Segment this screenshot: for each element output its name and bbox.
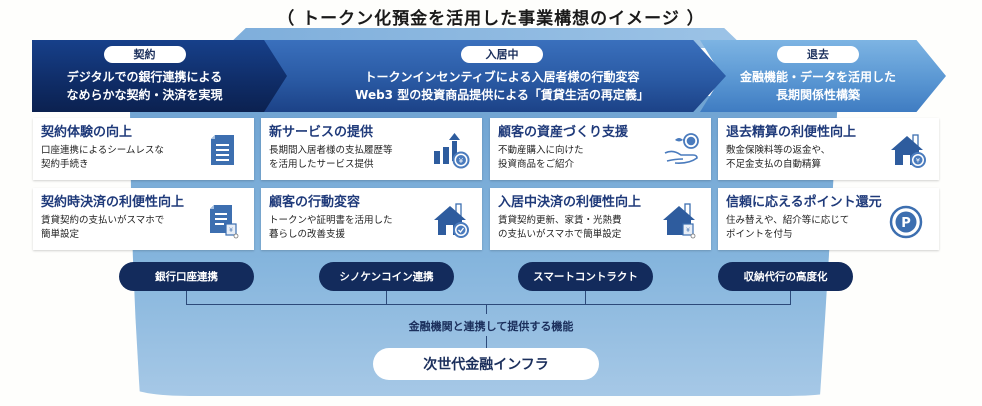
document-icon <box>211 135 234 165</box>
svg-text:¥: ¥ <box>916 157 920 165</box>
growth-chart-yen-icon: ¥ <box>434 133 470 169</box>
connector-line <box>486 336 487 348</box>
card-title: 契約時決済の利便性向上 <box>41 195 185 210</box>
phase-desc-line: トークンインセンティブによる入居者様の行動変容 <box>364 70 640 84</box>
phase-label: 退去 <box>777 46 859 63</box>
house-phone-icon: ¥ <box>663 203 696 239</box>
phase-residence: 入居中 トークンインセンティブによる入居者様の行動変容 Web3 型の投資商品提… <box>258 40 726 112</box>
connector-line <box>186 291 187 304</box>
connector-line <box>186 304 791 305</box>
card-contract-experience: 契約体験の向上 口座連携によるシームレスな 契約手続き <box>33 118 254 180</box>
house-yen-icon: ¥ <box>891 134 926 168</box>
card-desc: トークンや証明書を活用した 暮らしの改善支援 <box>269 215 393 240</box>
phase-desc-line: Web3 型の投資商品提供による「賃貸生活の再定義」 <box>355 88 649 102</box>
card-desc: 口座連携によるシームレスな 契約手続き <box>41 145 164 170</box>
phase-label: 契約 <box>103 46 186 63</box>
document-phone-icon: ¥ <box>210 205 239 239</box>
phase-desc-line: デジタルでの銀行連携による <box>66 70 223 84</box>
card-title: 退去精算の利便性向上 <box>726 125 857 140</box>
point-icon: P <box>889 205 923 239</box>
card-residence-payment: 入居中決済の利便性向上 賃貸契約更新、家賃・光熱費 の支払いがスマホで簡単設定 … <box>490 188 711 250</box>
feature-smart-contract: スマートコントラクト <box>518 262 653 291</box>
phase-contract: 契約 デジタルでの銀行連携による なめらかな契約・決済を実現 <box>32 40 287 112</box>
svg-text:P: P <box>901 216 911 231</box>
card-moveout-settlement: 退去精算の利便性向上 敷金保険料等の返金や、 不足金支払の自動精算 ¥ <box>718 118 939 180</box>
card-new-service: 新サービスの提供 長期間入居者様の支払履歴等 を活用したサービス提供 ¥ <box>261 118 482 180</box>
svg-text:¥: ¥ <box>686 227 690 234</box>
card-title: 新サービスの提供 <box>269 125 374 140</box>
phase-desc-line: 長期関係性構築 <box>775 88 860 102</box>
card-asset-building: 顧客の資産づくり支援 不動産購入に向けた 投資商品をご紹介 <box>490 118 711 180</box>
feature-advanced-collection: 収納代行の高度化 <box>718 262 853 291</box>
connector-line <box>386 291 387 304</box>
svg-text:¥: ¥ <box>229 227 233 234</box>
hand-coin-plant-icon <box>664 133 699 164</box>
card-desc: 不動産購入に向けた 投資商品をご紹介 <box>498 145 584 170</box>
card-desc: 賃貸契約更新、家賃・光熱費 の支払いがスマホで簡単設定 <box>498 215 622 240</box>
phase-desc-line: なめらかな契約・決済を実現 <box>66 88 223 102</box>
card-title: 顧客の資産づくり支援 <box>498 125 629 140</box>
card-title: 契約体験の向上 <box>41 125 133 140</box>
financial-functions-caption: 金融機関と連携して提供する機能 <box>408 320 574 333</box>
house-check-icon <box>434 203 469 238</box>
card-behavior-change: 顧客の行動変容 トークンや証明書を活用した 暮らしの改善支援 <box>261 188 482 250</box>
phase-label: 入居中 <box>461 46 543 63</box>
next-gen-financial-infra: 次世代金融インフラ <box>373 348 599 380</box>
feature-shinoken-coin-link: シノケンコイン連携 <box>319 262 454 291</box>
connector-line <box>790 291 791 304</box>
card-desc: 住み替えや、紹介等に応じて ポイントを付与 <box>726 215 850 240</box>
feature-bank-account-link: 銀行口座連携 <box>119 262 254 291</box>
card-title: 入居中決済の利便性向上 <box>498 195 642 210</box>
card-title: 顧客の行動変容 <box>269 195 361 210</box>
card-contract-payment: 契約時決済の利便性向上 賃貸契約の支払いがスマホで 簡単設定 ¥ <box>33 188 254 250</box>
phase-desc-line: 金融機能・データを活用した <box>739 70 896 84</box>
connector-line <box>585 291 586 304</box>
card-title: 信頼に応えるポイント還元 <box>726 195 882 210</box>
card-desc: 賃貸契約の支払いがスマホで 簡単設定 <box>41 215 165 240</box>
page-title: （ トークン化預金を活用した事業構想のイメージ ） <box>277 9 705 29</box>
svg-text:¥: ¥ <box>459 157 464 165</box>
connector-line <box>486 304 487 314</box>
phase-moveout: 退去 金融機能・データを活用した 長期関係性構築 <box>700 40 946 112</box>
card-desc: 敷金保険料等の返金や、 不足金支払の自動精算 <box>726 145 831 170</box>
card-desc: 長期間入居者様の支払履歴等 を活用したサービス提供 <box>269 145 393 170</box>
card-point-reward: 信頼に応えるポイント還元 住み替えや、紹介等に応じて ポイントを付与 P <box>718 188 939 250</box>
